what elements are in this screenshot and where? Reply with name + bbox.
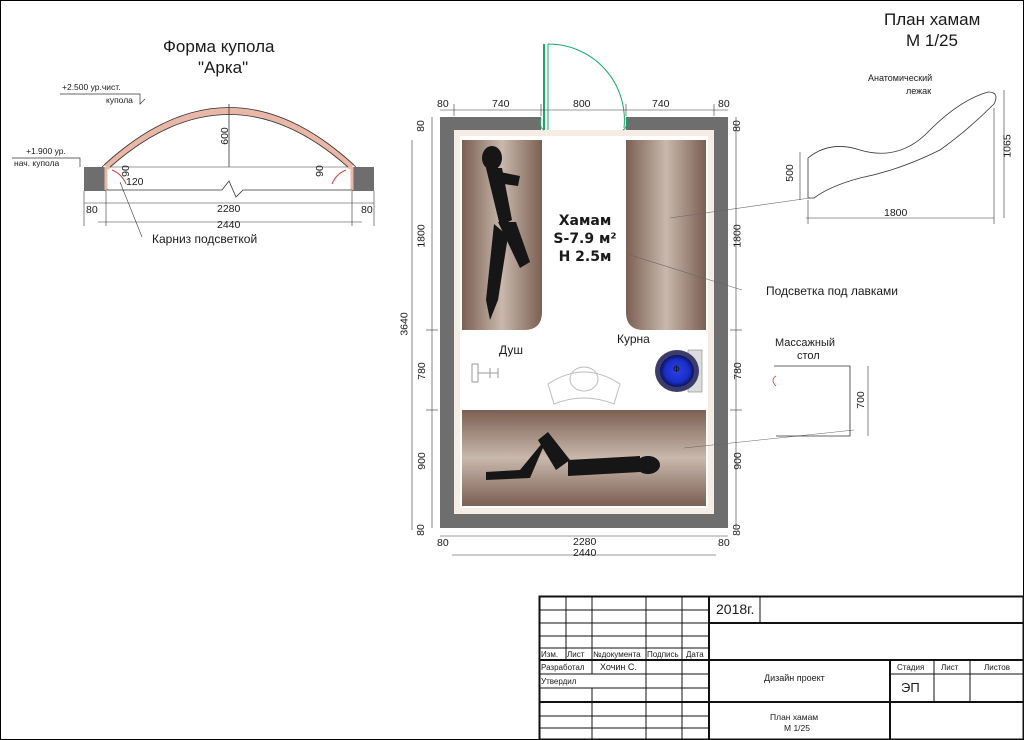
tb-sheets-hdr: Листов — [984, 663, 1010, 672]
plan-bottom-left-wall: 80 — [437, 537, 449, 549]
lounger-label: Анатомический — [868, 73, 933, 83]
kurna-label: Курна — [617, 332, 650, 346]
bench-bottom — [462, 410, 706, 506]
tb-col-doc: №документа — [593, 650, 641, 659]
dome-break-line — [106, 180, 352, 198]
dome-right-wall — [352, 167, 374, 191]
tb-stage-hdr: Стадия — [897, 663, 925, 672]
plan-top-dim-2: 740 — [492, 98, 510, 110]
room-area: S-7.9 м² — [553, 231, 617, 247]
plan-top-dim-1: 80 — [437, 98, 449, 110]
dome-title: Форма купола — [163, 37, 275, 56]
dome-right-angle: 90 — [313, 165, 326, 177]
plan-left-dim-2: 1800 — [415, 224, 428, 248]
tb-drawing-name: План хамам — [770, 712, 819, 722]
sheet-title: План хамам — [884, 10, 981, 29]
plan-top-dim-3: 800 — [573, 98, 591, 110]
dome-inner-width-dim: 2280 — [217, 203, 241, 215]
plan-bottom-outer: 2440 — [573, 547, 597, 559]
dome-left-wall — [84, 167, 106, 191]
plan-left-dim-1: 80 — [414, 120, 427, 132]
cornice-right — [331, 169, 347, 185]
dome-height-dim: 600 — [218, 127, 231, 145]
plan-right-dim-4: 900 — [731, 452, 744, 470]
figure-left-bench — [482, 146, 530, 320]
dome-outer-width-dim: 2440 — [217, 219, 241, 231]
tb-col-date: Дата — [686, 650, 704, 659]
massage-label-2: стол — [797, 350, 820, 362]
wall-top-left — [440, 117, 541, 130]
sheet-scale: М 1/25 — [906, 31, 958, 50]
wall-top-right — [626, 117, 728, 130]
dome-left-wall-dim: 80 — [86, 204, 98, 216]
light-leader — [629, 254, 743, 291]
shower-label: Душ — [499, 343, 524, 357]
wall-right — [714, 117, 728, 528]
figure-standing — [547, 366, 621, 405]
dome-start-level: +1.900 ур. — [26, 146, 66, 156]
plan-left-dim-4: 900 — [415, 452, 428, 470]
plan-bottom-right-wall: 80 — [718, 537, 730, 549]
plan-left-dim-5: 80 — [414, 524, 427, 536]
door-swing — [547, 43, 625, 129]
massage-table-drawing — [772, 365, 869, 437]
massage-width-dim: 700 — [854, 391, 867, 409]
lounger-label-2: лежак — [906, 86, 932, 96]
cornice-left — [111, 169, 127, 185]
dome-cornice-dim: 120 — [126, 176, 144, 188]
plan-top-dim-4: 740 — [652, 98, 670, 110]
room-name-text: Хамам — [558, 213, 612, 229]
dome-top-level: +2.500 ур.чист. — [62, 82, 121, 92]
massage-label: Массажный — [775, 337, 836, 349]
dome-subtitle: "Арка" — [198, 58, 249, 77]
lounger-drawing — [799, 90, 1005, 224]
plan-left-dim-3: 780 — [415, 362, 428, 380]
tb-dev-name: Хочин С. — [600, 662, 637, 672]
bench-right — [626, 140, 706, 330]
lounger-leader — [669, 197, 811, 219]
plan-bottom-inner: 2280 — [573, 536, 597, 548]
tb-col-sign: Подпись — [647, 650, 679, 659]
bench-light-label: Подсветка под лавками — [766, 284, 899, 298]
figure-bottom-bench — [486, 432, 660, 480]
plan-top-dim-5: 80 — [718, 98, 730, 110]
tb-col-izm: Изм. — [541, 650, 559, 659]
cornice-leader — [119, 181, 143, 238]
lounger-seat-dim: 500 — [783, 164, 796, 182]
tb-sheet-hdr: Лист — [941, 663, 959, 672]
plan-right-dim-2: 1800 — [731, 224, 744, 248]
wall-bottom — [440, 514, 728, 528]
hamam-plan — [411, 43, 855, 556]
room-height: Н 2.5м — [558, 249, 612, 265]
dome-top-level-2: купола — [106, 95, 133, 105]
tb-stage-val: ЭП — [901, 680, 920, 695]
lounger-length-dim: 1800 — [884, 207, 908, 219]
lounger-height-dim: 1065 — [1001, 134, 1014, 158]
cornice-label: Карниз подсветкой — [152, 232, 258, 246]
tb-drawing-scale: М 1/25 — [784, 723, 810, 733]
wall-left — [440, 117, 454, 528]
plan-left-total: 3640 — [398, 312, 411, 336]
tb-row-approve: Утвердил — [541, 677, 577, 686]
plan-right-dim-1: 80 — [730, 120, 743, 132]
plan-right-dim-5: 80 — [730, 524, 743, 536]
tb-row-dev: Разработал — [541, 663, 585, 672]
dome-section — [12, 93, 375, 238]
tb-project: Дизайн проект — [764, 673, 825, 683]
shower-fixture — [471, 363, 499, 383]
kurna-basin — [660, 355, 694, 387]
tb-year: 2018г. — [716, 601, 755, 617]
massage-leader — [683, 429, 855, 449]
room-name: Хамам S-7.9 м² Н 2.5м — [540, 212, 630, 266]
dome-start-level-2: нач. купола — [14, 158, 60, 168]
dome-right-wall-dim: 80 — [361, 204, 373, 216]
kurna-symbol: Ф — [673, 364, 680, 374]
plan-right-dim-3: 780 — [731, 362, 744, 380]
tb-col-list: Лист — [567, 650, 585, 659]
